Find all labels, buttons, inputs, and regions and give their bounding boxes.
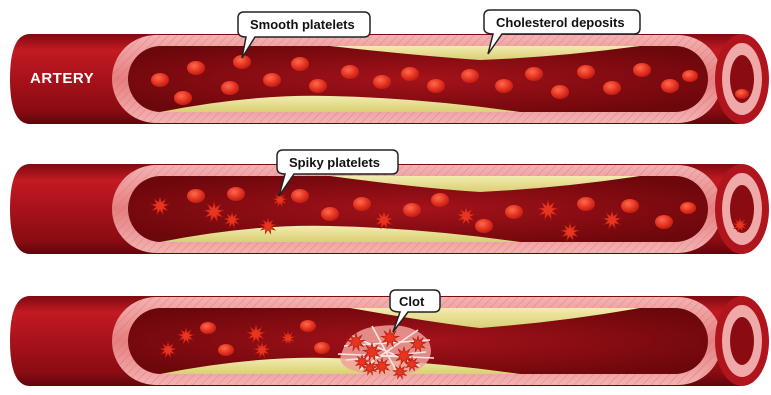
blood-cell <box>621 199 639 213</box>
blood-cell <box>525 67 543 81</box>
blood-cell <box>373 75 391 89</box>
blood-cell <box>300 320 316 332</box>
blood-cell <box>291 189 309 203</box>
blood-cell <box>353 197 371 211</box>
blood-cell <box>218 344 234 356</box>
blood-cell <box>187 61 205 75</box>
blood-cell <box>680 202 696 214</box>
blood-cell <box>291 57 309 71</box>
blood-cell <box>321 207 339 221</box>
blood-cell <box>577 65 595 79</box>
blood-cell <box>655 215 673 229</box>
blood-cell <box>505 205 523 219</box>
blood-cell <box>221 81 239 95</box>
blood-cell <box>661 79 679 93</box>
blood-cell <box>151 73 169 87</box>
callout-clot-text: Clot <box>399 294 425 309</box>
blood-cell <box>341 65 359 79</box>
blood-cell <box>475 219 493 233</box>
blood-cell <box>401 67 419 81</box>
blood-cell <box>551 85 569 99</box>
blood-cell <box>427 79 445 93</box>
callout-cholesterol-deposits-text: Cholesterol deposits <box>496 15 625 30</box>
blood-cell <box>314 342 330 354</box>
artery-label: ARTERY <box>30 70 94 87</box>
blood-cell <box>227 187 245 201</box>
callout-smooth-platelets-text: Smooth platelets <box>250 17 355 32</box>
blood-cell <box>309 79 327 93</box>
blood-cell <box>633 63 651 77</box>
panel-clot: Clot <box>10 290 769 386</box>
blood-cell <box>577 197 595 211</box>
blood-cell <box>603 81 621 95</box>
callout-spiky-platelets-text: Spiky platelets <box>289 155 380 170</box>
blood-cell <box>431 193 449 207</box>
blood-cell <box>263 73 281 87</box>
panel-smooth-platelets: ARTERY Smooth platelets Cholesterol depo… <box>10 10 769 124</box>
blood-cell <box>403 203 421 217</box>
blood-cell <box>187 189 205 203</box>
blood-cell <box>200 322 216 334</box>
blood-cell <box>682 70 698 82</box>
blood-cell <box>461 69 479 83</box>
blood-cell <box>735 89 749 99</box>
vessel-end-lumen <box>730 317 754 365</box>
blood-cell <box>174 91 192 105</box>
panel-spiky-platelets: Spiky platelets <box>10 150 769 254</box>
blood-cell <box>495 79 513 93</box>
